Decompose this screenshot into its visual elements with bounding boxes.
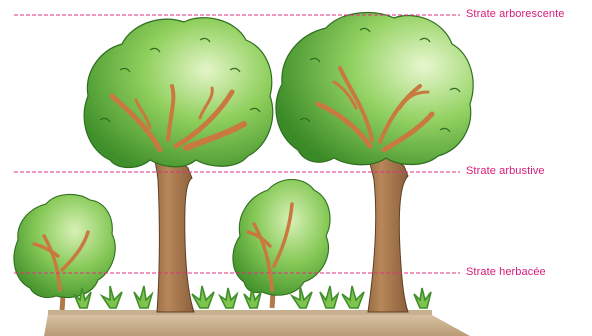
label-strate-herbacee: Strate herbacée (466, 266, 546, 278)
bush-left (14, 194, 115, 310)
soil-ground (44, 314, 470, 336)
bush-middle (233, 180, 330, 309)
label-strate-arborescente: Strate arborescente (466, 8, 565, 20)
label-strate-arbustive: Strate arbustive (466, 165, 545, 177)
